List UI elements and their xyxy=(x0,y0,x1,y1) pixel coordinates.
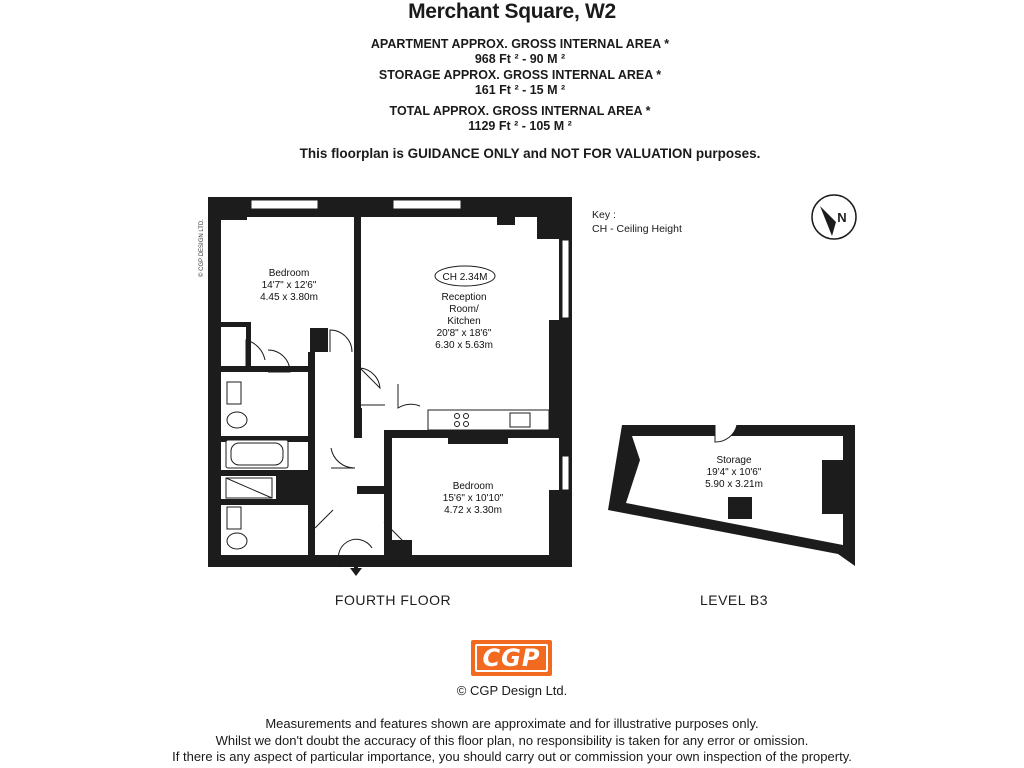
reception-name-2: Room/ xyxy=(449,304,479,315)
storage-area: STORAGE APPROX. GROSS INTERNAL AREA * 16… xyxy=(0,68,1024,98)
storage-name: Storage xyxy=(716,455,751,466)
compass-letter: N xyxy=(837,210,846,225)
logo-text: CGP xyxy=(474,644,549,672)
cgp-logo: CGP xyxy=(471,640,552,676)
reception-name-1: Reception xyxy=(441,292,486,303)
storage-imperial: 19'4" x 10'6" xyxy=(707,467,762,478)
storage-area-label: STORAGE APPROX. GROSS INTERNAL AREA * xyxy=(378,68,662,82)
key-legend: Key : CH - Ceiling Height xyxy=(592,208,682,236)
bedroom2-metric: 4.72 x 3.30m xyxy=(444,505,502,516)
ceiling-badge-outline xyxy=(434,265,496,287)
compass-icon: N xyxy=(811,194,857,240)
storage-area-value: 161 Ft ² - 15 M ² xyxy=(474,83,566,97)
bedroom2-imperial: 15'6" x 10'10" xyxy=(443,493,504,504)
floor-label: FOURTH FLOOR xyxy=(335,592,451,608)
reception-imperial: 20'8" x 18'6" xyxy=(437,328,492,339)
total-area-value: 1129 Ft ² - 105 M ² xyxy=(468,119,572,133)
total-area: TOTAL APPROX. GROSS INTERNAL AREA * 1129… xyxy=(0,104,1024,134)
bedroom1-metric: 4.45 x 3.80m xyxy=(260,292,318,303)
reception-metric: 6.30 x 5.63m xyxy=(435,340,493,351)
walls xyxy=(208,197,572,567)
entrance-arrow-icon xyxy=(350,563,362,576)
disclaimer-line-1: Measurements and features shown are appr… xyxy=(265,716,759,731)
apartment-area-value: 968 Ft ² - 90 M ² xyxy=(474,52,566,66)
storage-metric: 5.90 x 3.21m xyxy=(705,479,763,490)
windows xyxy=(250,199,570,491)
page-title: Merchant Square, W2 xyxy=(408,0,616,23)
bedroom2-name: Bedroom xyxy=(453,481,494,492)
key-entry: CH - Ceiling Height xyxy=(592,223,682,235)
fixtures xyxy=(225,381,550,550)
level-label: LEVEL B3 xyxy=(700,592,768,608)
total-area-label: TOTAL APPROX. GROSS INTERNAL AREA * xyxy=(389,104,651,118)
key-title: Key : xyxy=(592,209,616,221)
door-swings xyxy=(245,329,421,568)
side-copyright: © CGP DESIGN LTD. xyxy=(198,219,205,277)
ceiling-badge: CH 2.34M xyxy=(442,272,487,283)
bedroom1-imperial: 14'7" x 12'6" xyxy=(262,280,317,291)
storage-plan xyxy=(608,424,855,566)
guidance-note: This floorplan is GUIDANCE ONLY and NOT … xyxy=(299,146,761,161)
bedroom1-name: Bedroom xyxy=(269,268,310,279)
reception-name-3: Kitchen xyxy=(447,316,480,327)
disclaimer: Measurements and features shown are appr… xyxy=(0,716,1024,766)
disclaimer-line-2: Whilst we don't doubt the accuracy of th… xyxy=(215,732,809,748)
apartment-area: APARTMENT APPROX. GROSS INTERNAL AREA * … xyxy=(0,37,1024,67)
disclaimer-line-3: If there is any aspect of particular imp… xyxy=(172,749,852,764)
copyright-text: © CGP Design Ltd. xyxy=(456,683,568,698)
apartment-area-label: APARTMENT APPROX. GROSS INTERNAL AREA * xyxy=(370,37,670,51)
